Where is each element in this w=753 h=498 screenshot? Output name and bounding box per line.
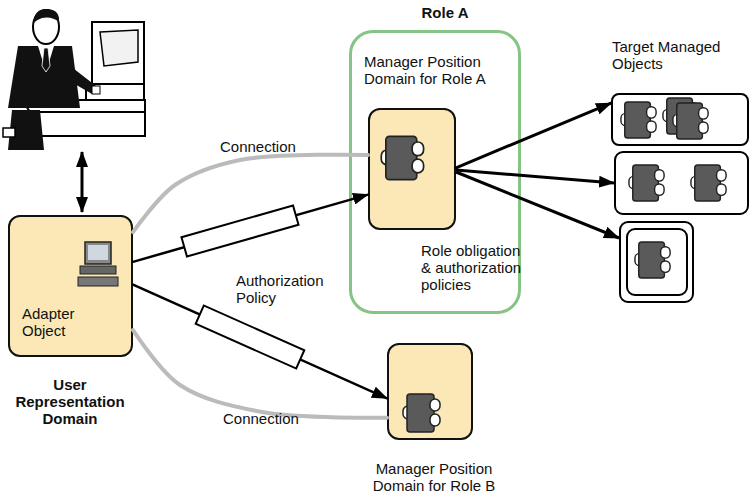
connector-label: Connection [223, 410, 323, 427]
connector [133, 330, 387, 418]
desk-top [22, 100, 145, 112]
hair [33, 9, 59, 24]
target-box: Target Managed Objects [611, 93, 749, 146]
monitor [92, 22, 144, 84]
managed-object [691, 165, 726, 201]
adapter-label: Adapter Object [22, 305, 87, 339]
desk-front [30, 112, 145, 136]
shirt [38, 46, 54, 72]
arm [54, 58, 96, 94]
policy-note: Role obligation & authorization policies [421, 242, 527, 293]
user-link-arrow [81, 152, 84, 212]
domain-heading: Manager Position Domain for Role B [354, 460, 514, 494]
cup [3, 128, 15, 137]
domain-box: Manager Position Domain for Role B [387, 343, 473, 440]
suit-body [8, 46, 80, 108]
chair-legs [8, 110, 44, 150]
connector-label: Connection [220, 138, 320, 155]
role-box: Role ARole obligation & authorization po… [349, 30, 521, 314]
domain-box: Manager Position Domain for Role A [368, 108, 456, 230]
managed-object [629, 165, 664, 201]
connector [133, 155, 368, 232]
head [33, 10, 59, 44]
domain-heading: Manager Position Domain for Role A [364, 53, 490, 87]
target-box [620, 222, 693, 302]
target-box [615, 152, 748, 214]
domain-box: Adapter ObjectUser Representation Domain [8, 215, 133, 357]
tie [42, 48, 50, 72]
connector [133, 195, 368, 262]
connector-label: Authorization Policy [236, 272, 326, 306]
role-heading: Role A [395, 4, 495, 21]
target-heading: Target Managed Objects [612, 38, 752, 72]
computer-base [86, 84, 144, 100]
target-arrow [456, 170, 614, 183]
policy-token [181, 205, 298, 256]
monitor-screen [100, 30, 138, 66]
managed-object [635, 242, 670, 278]
connector [456, 103, 611, 168]
target-arrow [456, 172, 619, 238]
policy-token [196, 305, 305, 368]
connector-layer [133, 103, 611, 418]
domain-heading: User Representation Domain [10, 376, 130, 427]
inner-target-box [627, 229, 687, 295]
hand [92, 86, 100, 94]
user-illustration [3, 9, 145, 150]
